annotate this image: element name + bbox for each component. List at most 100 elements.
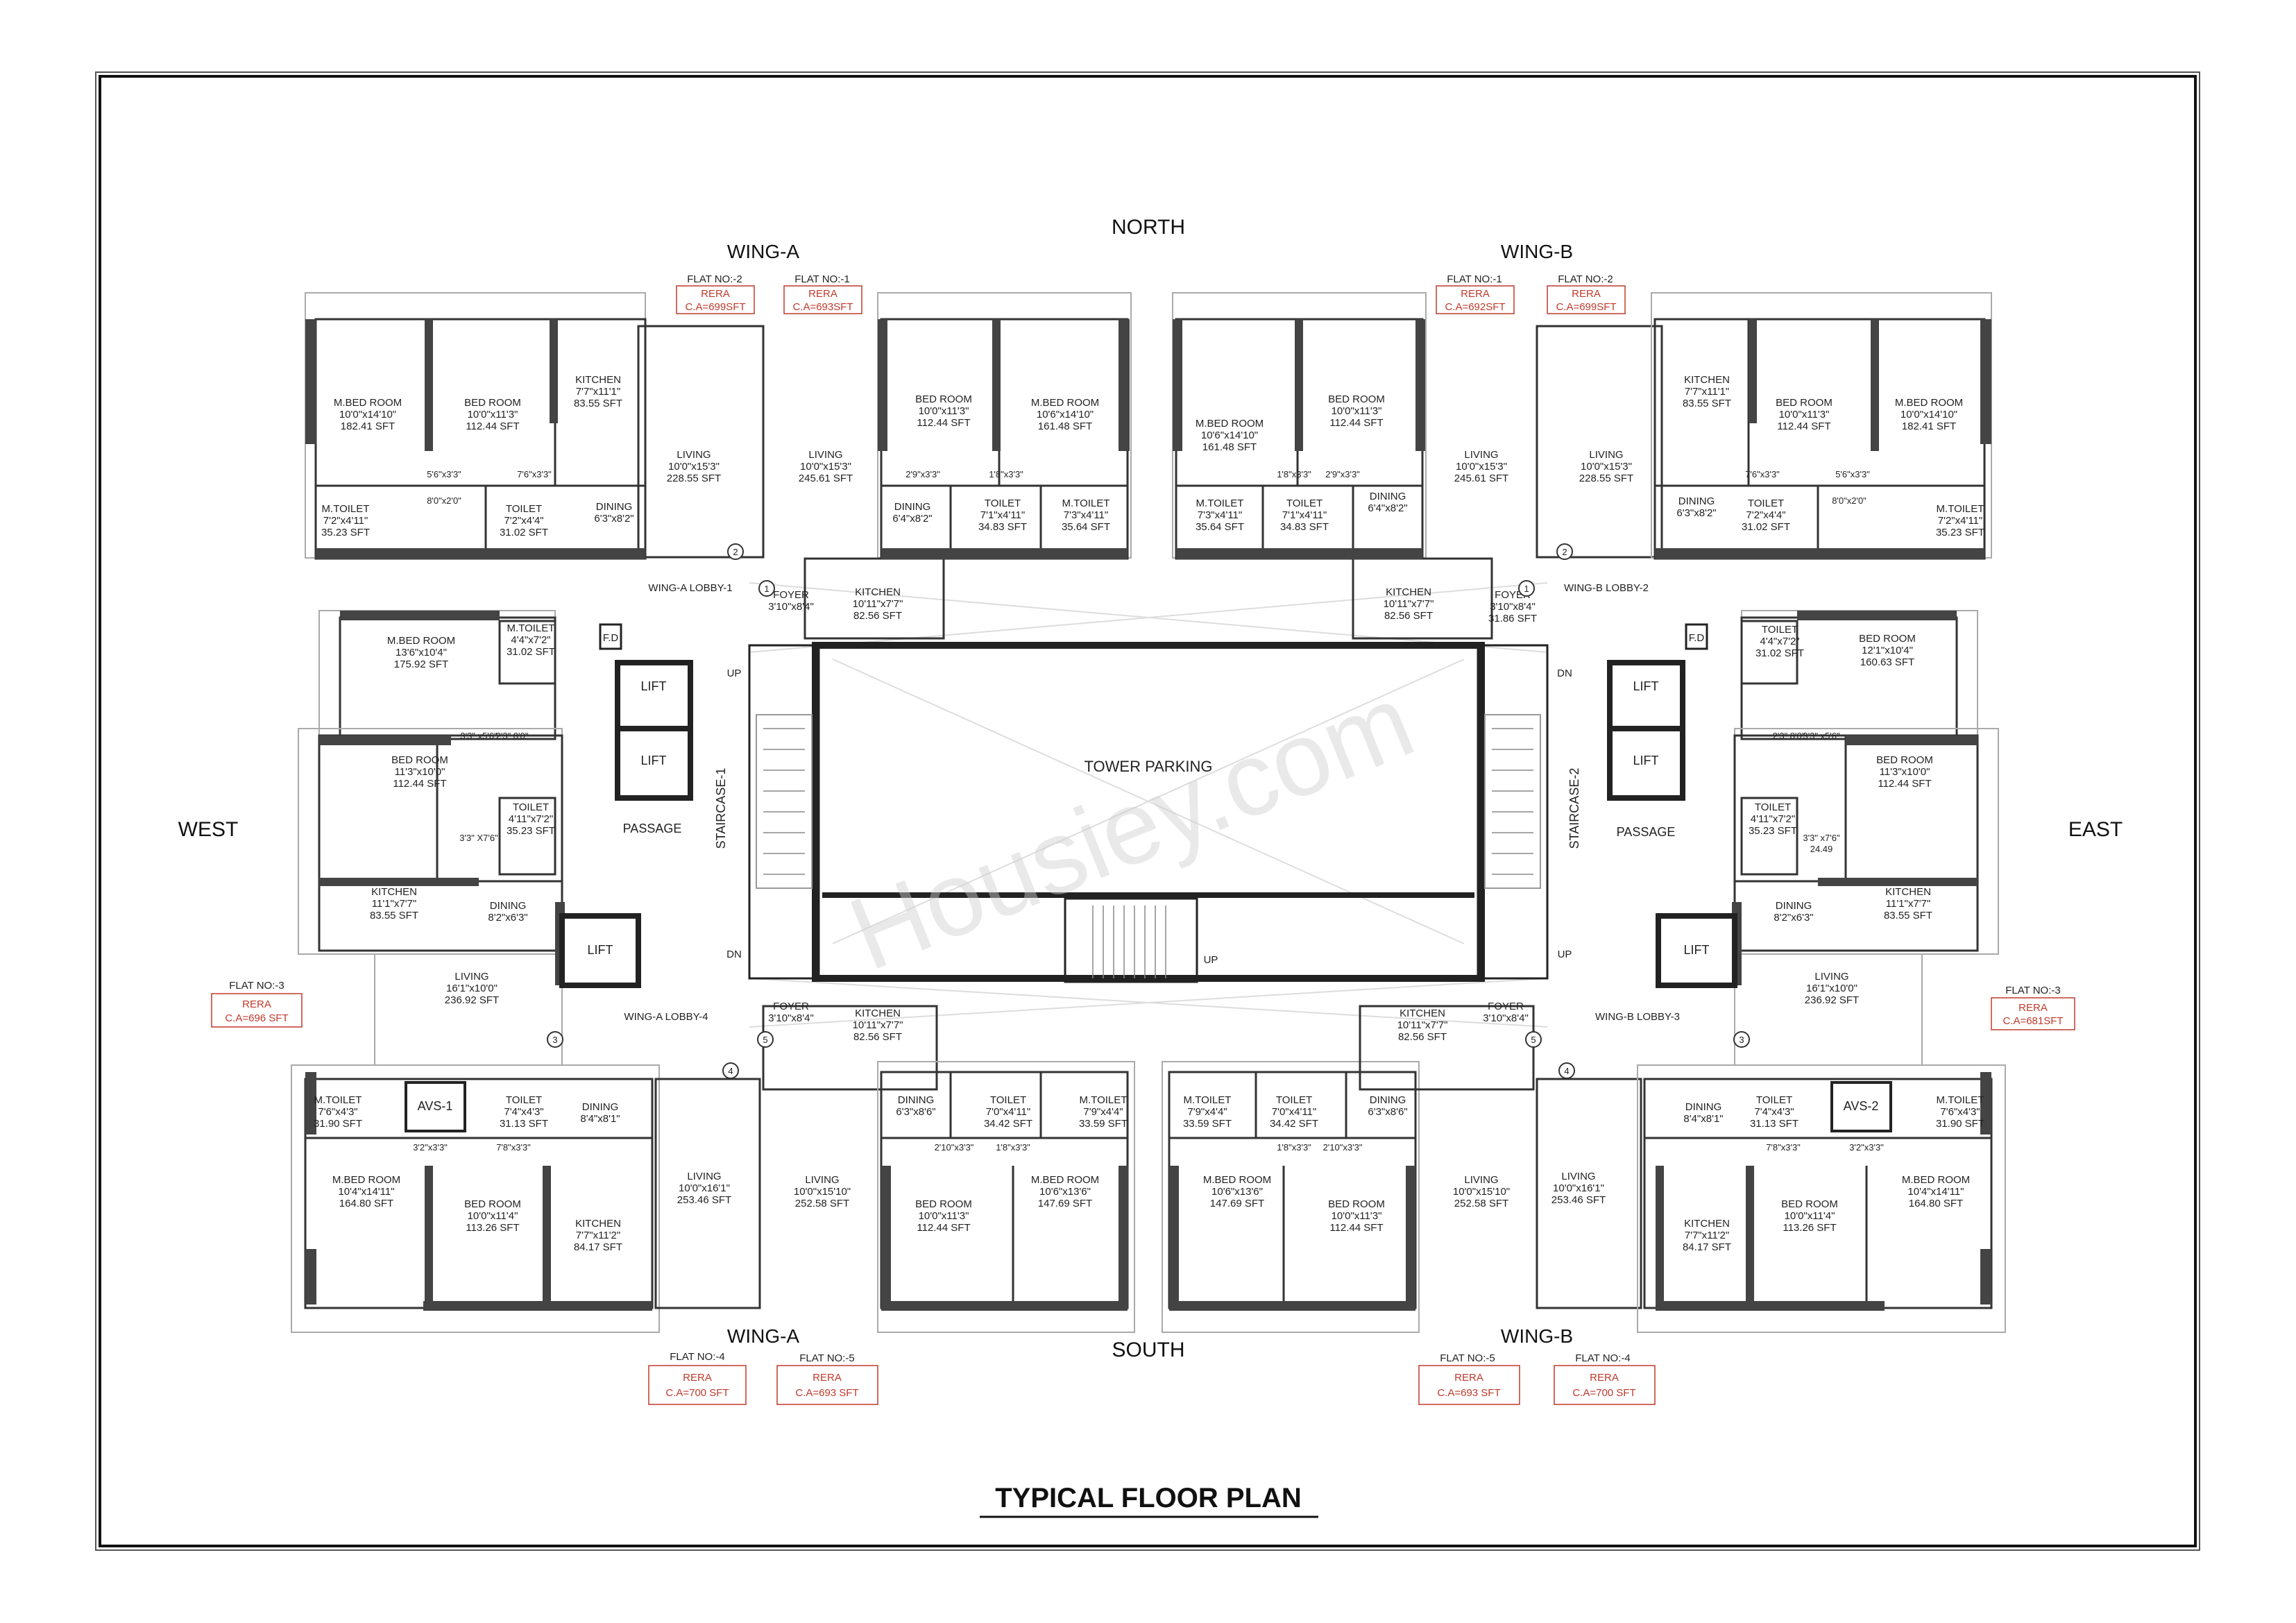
flat-tag: FLAT NO:-3 RERA C.A=681SFT bbox=[1991, 985, 2075, 1030]
room-name: M.BED ROOM bbox=[1031, 397, 1099, 409]
room-area: 112.44 SFT bbox=[393, 778, 446, 790]
room-dim: 7'7"x11'2" bbox=[576, 1230, 620, 1241]
core-label: AVS-2 bbox=[1844, 1099, 1879, 1113]
room-dim: 10'11"x7'7" bbox=[853, 598, 903, 610]
room-name: M.BED ROOM bbox=[1203, 1174, 1271, 1186]
core-label: WING-A LOBBY-1 bbox=[648, 582, 732, 594]
core-label: LIFT bbox=[1633, 754, 1658, 767]
dimension-note: 3'3" x7'6" bbox=[1803, 833, 1840, 843]
room-dim: 10'0"x11'3" bbox=[468, 409, 518, 420]
room-area: 112.44 SFT bbox=[917, 417, 970, 429]
room-name: M.BED ROOM bbox=[1031, 1174, 1099, 1186]
room-name: DINING bbox=[898, 1094, 935, 1106]
flat-tag: FLAT NO:-2 RERA C.A=699SFT bbox=[1547, 273, 1626, 314]
room-area: 112.44 SFT bbox=[1329, 1222, 1383, 1234]
grid-marker: 4 bbox=[1558, 1062, 1575, 1079]
dimension-note: 1'8"x3'3" bbox=[996, 1142, 1030, 1153]
room-dim: 11'1"x7'7" bbox=[1886, 898, 1930, 910]
room-name: LIVING bbox=[454, 971, 488, 983]
room-area: 112.44 SFT bbox=[1777, 420, 1830, 432]
svg-text:C.A=693 SFT: C.A=693 SFT bbox=[1437, 1387, 1500, 1399]
core-label: F.D bbox=[603, 632, 619, 644]
core-label: LIFT bbox=[587, 943, 613, 957]
svg-text:2: 2 bbox=[733, 547, 738, 557]
core-label: DN bbox=[726, 949, 742, 960]
grid-marker: 3 bbox=[1733, 1031, 1750, 1048]
dimension-note: 3'2"x3'3" bbox=[413, 1142, 448, 1153]
room-area: 182.41 SFT bbox=[341, 420, 395, 432]
room-area: 35.64 SFT bbox=[1062, 521, 1110, 533]
room-dim: 6'3"x8'2" bbox=[1676, 507, 1716, 519]
room-area: 252.58 SFT bbox=[795, 1198, 849, 1209]
room-area: 34.42 SFT bbox=[984, 1118, 1032, 1130]
svg-text:RERA: RERA bbox=[1590, 1372, 1619, 1384]
room-name: M.TOILET bbox=[1080, 1094, 1128, 1106]
room-area: 160.63 SFT bbox=[1860, 656, 1914, 668]
svg-text:C.A=681SFT: C.A=681SFT bbox=[2002, 1015, 2063, 1027]
room-dim: 7'1"x4'11" bbox=[980, 509, 1025, 521]
grid-marker: 5 bbox=[1525, 1031, 1542, 1048]
room-dim: 7'2"x4'11" bbox=[1938, 515, 1982, 527]
room-name: DINING bbox=[1678, 495, 1715, 507]
core-label: LIFT bbox=[1633, 679, 1658, 693]
plan-title: TYPICAL FLOOR PLAN bbox=[995, 1483, 1301, 1513]
direction-north: NORTH bbox=[1112, 216, 1185, 239]
svg-text:RERA: RERA bbox=[1454, 1372, 1483, 1384]
room-dim: 3'10"x8'4" bbox=[1490, 601, 1536, 613]
room-name: TOILET bbox=[990, 1094, 1026, 1106]
dimension-note: 3'3" x5'6" bbox=[1803, 731, 1840, 741]
flat-block-south-east bbox=[1162, 1005, 2006, 1333]
room-area: 112.44 SFT bbox=[1329, 417, 1383, 429]
room-area: 31.02 SFT bbox=[500, 527, 548, 538]
room-name: M.TOILET bbox=[1062, 498, 1110, 509]
svg-text:C.A=692SFT: C.A=692SFT bbox=[1445, 301, 1505, 313]
room-dim: 10'0"x11'3" bbox=[1779, 409, 1830, 420]
room-dim: 4'4"x7'2" bbox=[511, 634, 550, 646]
room-area: 34.42 SFT bbox=[1270, 1118, 1318, 1130]
room-name: BED ROOM bbox=[915, 393, 972, 405]
room-name: KITCHEN bbox=[855, 586, 901, 598]
svg-text:1: 1 bbox=[764, 584, 769, 594]
room-dim: 11'3"x10'0" bbox=[1880, 766, 1930, 778]
room-name: TOILET bbox=[985, 498, 1021, 509]
room-dim: 10'0"x14'10" bbox=[1900, 409, 1957, 420]
room-area: 112.44 SFT bbox=[466, 420, 519, 432]
room-area: 31.86 SFT bbox=[1488, 613, 1537, 624]
svg-text:C.A=699SFT: C.A=699SFT bbox=[1556, 301, 1616, 313]
core-label: WING-B LOBBY-3 bbox=[1595, 1011, 1680, 1023]
room-dim: 6'3"x8'2" bbox=[594, 513, 633, 525]
room-name: M.TOILET bbox=[507, 622, 555, 634]
room-name: BED ROOM bbox=[1876, 754, 1933, 766]
room-area: 147.69 SFT bbox=[1210, 1198, 1264, 1209]
room-name: KITCHEN bbox=[1885, 886, 1931, 898]
room-dim: 7'9"x4'4" bbox=[1187, 1106, 1227, 1118]
dimension-note: 2'3" 8'0" bbox=[496, 731, 529, 741]
direction-west: WEST bbox=[178, 818, 239, 841]
dimension-note: 3'3" X7'6" bbox=[459, 833, 498, 843]
room-name: BED ROOM bbox=[391, 754, 448, 766]
svg-text:RERA: RERA bbox=[808, 288, 837, 300]
room-name: TOILET bbox=[513, 801, 549, 813]
dimension-note: 24.49 bbox=[1810, 844, 1833, 854]
dimension-note: 2'9"x3'3" bbox=[905, 469, 940, 479]
dimension-note: 2'10"x3'3" bbox=[935, 1142, 974, 1153]
room-dim: 7'2"x4'11" bbox=[323, 515, 368, 527]
core-label: STAIRCASE-1 bbox=[714, 768, 728, 849]
